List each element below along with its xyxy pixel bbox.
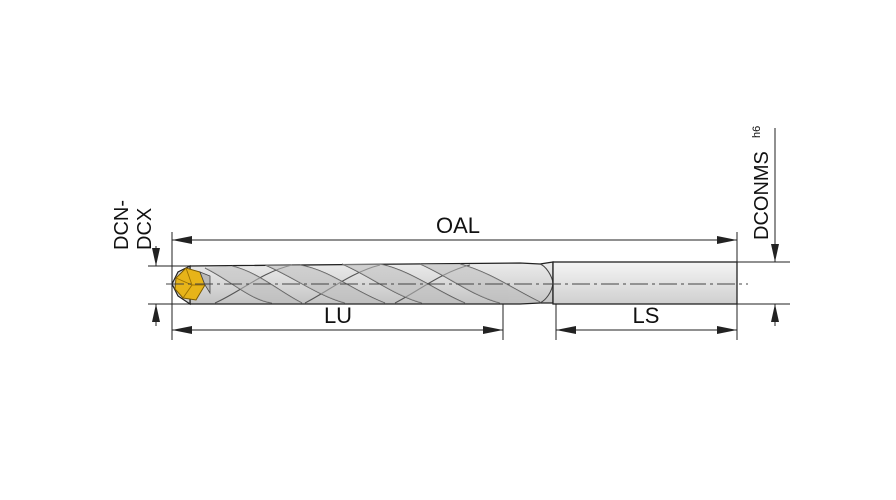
dimension-lu: LU (172, 303, 503, 334)
dcn-label-line1: DCN- (111, 200, 133, 250)
arrowhead-icon (483, 326, 503, 334)
arrowhead-icon (152, 248, 160, 266)
arrowhead-icon (771, 244, 779, 262)
dconms-tolerance-label: h6 (751, 126, 763, 138)
arrowhead-icon (717, 236, 737, 244)
dimension-dcn-dcx: DCN- DCX (111, 200, 160, 326)
arrowhead-icon (152, 304, 160, 322)
extension-lines (148, 232, 790, 340)
drill-tip (171, 265, 211, 306)
arrowhead-icon (556, 326, 576, 334)
oal-label: OAL (436, 213, 480, 238)
arrowhead-icon (771, 304, 779, 322)
dconms-label: DCONMS (751, 151, 773, 240)
drill-fluted-body (189, 261, 554, 305)
dimension-oal: OAL (172, 213, 737, 244)
dimension-ls: LS (556, 303, 737, 334)
lu-label: LU (324, 303, 352, 328)
arrowhead-icon (717, 326, 737, 334)
drill-shank (552, 261, 738, 305)
ls-label: LS (633, 303, 660, 328)
arrowhead-icon (172, 326, 192, 334)
dcn-label-line2: DCX (134, 208, 156, 250)
dimension-dconms: DCONMS h6 (751, 126, 779, 326)
arrowhead-icon (172, 236, 192, 244)
